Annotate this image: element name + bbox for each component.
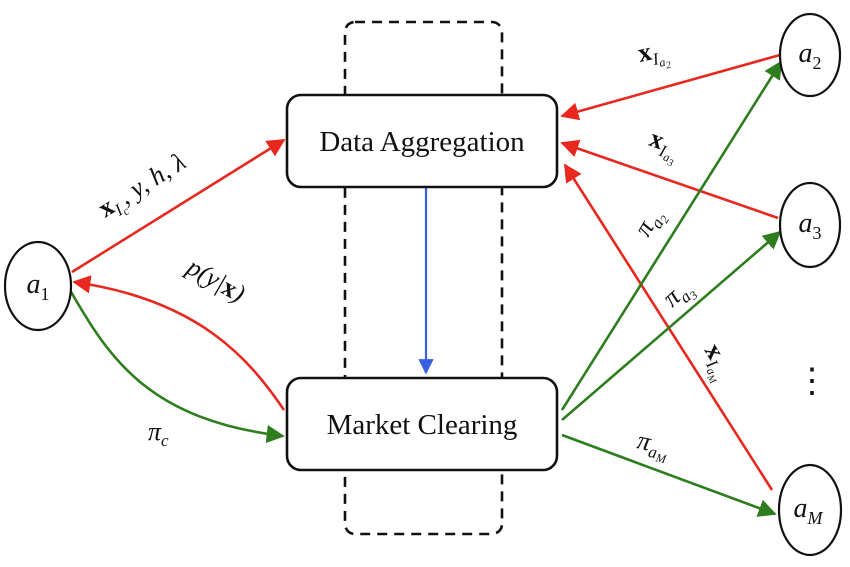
label-clearing-to-a1: p(y|x)	[180, 251, 250, 308]
label-clearing-to-a2: πa2	[628, 203, 672, 244]
svg-text:a2: a2	[799, 38, 822, 73]
label-a2-to-aggregation: xIa2	[635, 33, 672, 76]
label-clearing-to-aM: πaM	[634, 426, 673, 467]
node-aM: aM	[777, 463, 843, 557]
a2-to-aggregation-arrow	[560, 53, 781, 121]
market-clearing-label: Market Clearing	[327, 409, 518, 441]
label-a3-to-aggregation: xIa3	[643, 123, 684, 169]
clearing-to-a2-arrow	[560, 60, 783, 411]
label-a1-to-clearing: πc	[148, 417, 169, 450]
svg-text:a1: a1	[27, 269, 50, 304]
market-clearing-box: Market Clearing	[285, 376, 559, 472]
data-aggregation-box: Data Aggregation	[285, 93, 559, 189]
clearing-to-a3-arrow	[561, 230, 782, 421]
label-aM-to-aggregation: xIaM	[691, 338, 741, 387]
more-agents-ellipsis-icon: ⋮	[795, 361, 829, 401]
svg-text:a3: a3	[799, 208, 822, 243]
a1-to-clearing-arrow	[68, 289, 285, 444]
node-a3: a3	[778, 181, 842, 269]
clearing-to-a1-arrow	[72, 275, 286, 411]
data-aggregation-label: Data Aggregation	[319, 126, 525, 158]
label-clearing-to-a3: πa3	[657, 272, 701, 316]
svg-text:aM: aM	[794, 493, 824, 528]
label-a1-to-aggregation: xIc, y, h, λ	[93, 147, 194, 228]
clearing-to-aM-arrow	[561, 433, 777, 517]
node-a2: a2	[778, 12, 842, 98]
a3-to-aggregation-arrow	[560, 139, 779, 220]
a1-to-aggregation-arrow	[71, 138, 286, 274]
dashed-platform-frame	[343, 20, 504, 536]
node-a1: a1	[3, 240, 73, 332]
